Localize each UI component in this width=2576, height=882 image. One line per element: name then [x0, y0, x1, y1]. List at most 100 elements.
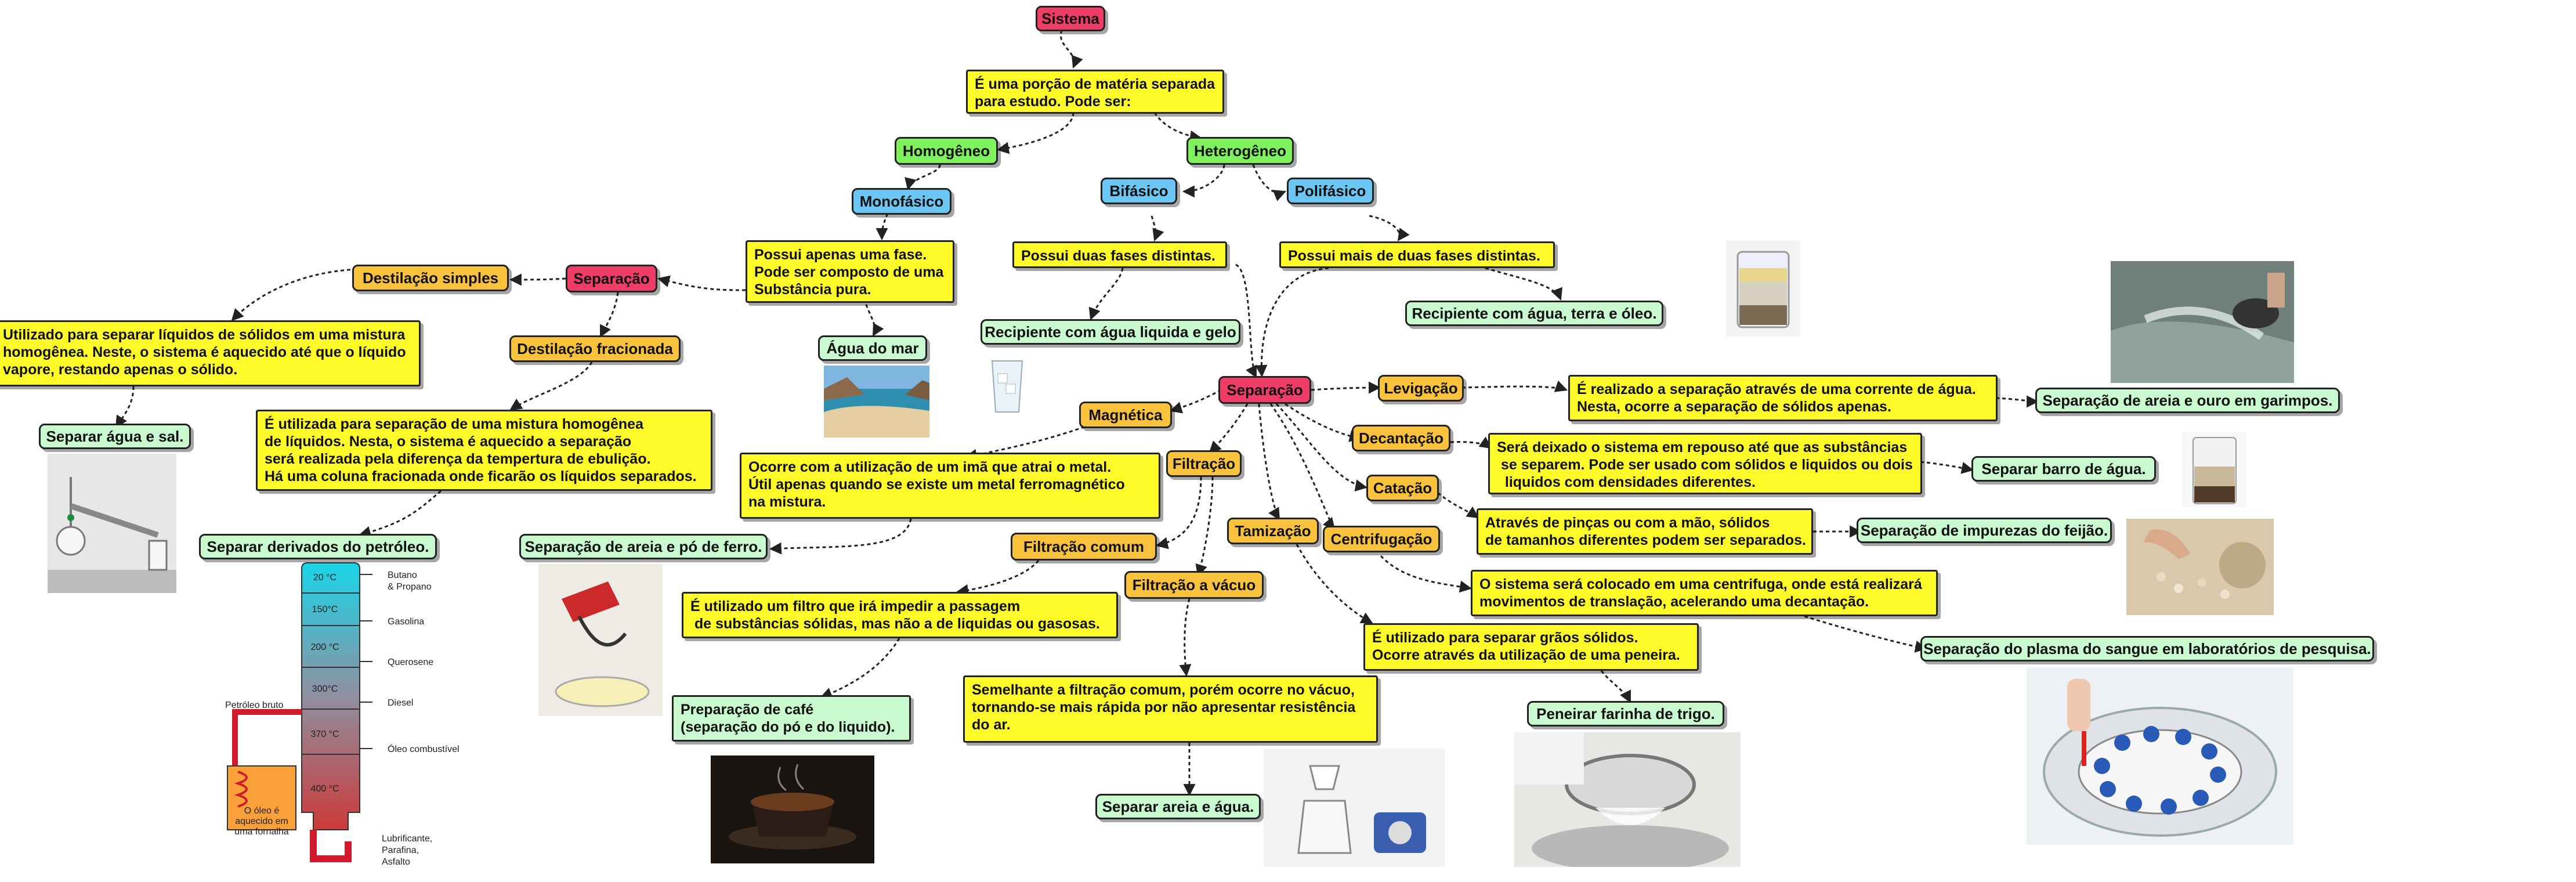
edge-monofasico-uma-fase: [875, 213, 889, 241]
edge-duas-fases-recipiente: [1088, 268, 1124, 320]
col-label-asfalto: Asfalto: [382, 857, 410, 867]
col-temp-200: 200 °C: [310, 642, 339, 652]
node-agua-do-mar: Água do mar: [818, 335, 927, 361]
photo-beans-hand: [2126, 519, 2274, 615]
edge-desc-tam-peneira: [1600, 670, 1631, 703]
node-separacao-areia-ferro: Separação de areia e pó de ferro.: [519, 534, 768, 559]
photo-beaker-layers: [1726, 240, 1800, 337]
col-temp-300: 300°C: [312, 684, 338, 694]
edge-desc-levig-ouro: [1995, 395, 2039, 408]
edge-catacao-desc: [1432, 487, 1479, 519]
node-sistema: Sistema: [1036, 6, 1105, 31]
node-desc-magnetica: Ocorre com a utilização de um imã que at…: [740, 453, 1160, 519]
node-separacao-ouro: Separação de areia e ouro em garimpos.: [2035, 388, 2340, 413]
edge-mais-fases-separacao: [1255, 267, 1329, 378]
col-label-gasolina: Gasolina: [388, 617, 424, 627]
edge-polifasico-mais-fases: [1369, 215, 1410, 241]
col-temp-400: 400 °C: [310, 784, 339, 794]
edge-bifasico-duas-fases: [1150, 215, 1164, 241]
node-homogeneo: Homogêneo: [895, 137, 998, 165]
node-desc-filtracao-vacuo: Semelhante a filtração comum, porém ocor…: [963, 675, 1378, 743]
edge-centrifug-desc: [1380, 555, 1472, 593]
edge-sep-left-dest-frac: [599, 292, 619, 338]
node-tamizacao: Tamização: [1227, 518, 1319, 544]
node-destilacao-fracionada: Destilação fracionada: [509, 335, 681, 362]
node-monofasico: Monofásico: [852, 188, 951, 215]
node-mais-de-duas-fases: Possui mais de duas fases distintas.: [1279, 241, 1555, 268]
photo-coffee-cup: [711, 756, 874, 863]
col-temp-150: 150°C: [312, 605, 338, 614]
col-temp-370: 370 °C: [310, 729, 339, 739]
edge-dest-frac-desc: [509, 362, 593, 411]
photo-muddy-water-glass: [2183, 432, 2246, 507]
photo-gold-panning: [2111, 261, 2294, 383]
edge-desc-magnetica-ferro: [769, 518, 912, 555]
photo-sieve-flour: [1514, 732, 1741, 867]
edge-levigacao-desc: [1461, 380, 1568, 392]
edge-filtracao-comum: [1155, 476, 1202, 550]
node-desc-decantacao: Será deixado o sistema em repouso até qu…: [1488, 433, 1922, 494]
col-label-petroleo-bruto: Petróleo bruto: [225, 700, 284, 710]
photo-magnet-iron: [538, 564, 663, 716]
col-temp-20: 20 °C: [313, 573, 337, 583]
edge-homogeneo-monofasico: [905, 164, 941, 191]
edge-desc-decant-barro: [1920, 461, 1974, 474]
edge-decantacao-desc: [1450, 436, 1492, 449]
edge-uma-fase-agua-mar: [863, 298, 884, 337]
node-destilacao-simples: Destilação simples: [352, 265, 509, 291]
edge-desc-frac-petroleo: [358, 490, 442, 538]
node-porcao-de-materia: É uma porção de matéria separada para es…: [966, 70, 1224, 114]
edge-sep-center-tamizacao: [1258, 403, 1280, 520]
edge-filtracao-vacuo: [1195, 476, 1214, 577]
node-separacao-feijao: Separação de impurezas do feijão.: [1857, 518, 2112, 543]
col-label-fornalha-2: aquecido em: [235, 816, 288, 826]
node-desc-destilacao-fracionada: É utilizada para separação de uma mistur…: [256, 410, 712, 491]
node-filtracao-comum: Filtração comum: [1011, 533, 1157, 561]
edge-porcao-heterogeneo: [1153, 112, 1203, 143]
photo-beach-seawater: [824, 366, 929, 438]
node-recipiente-gelo: Recipiente com água liquida e gelo: [981, 319, 1240, 345]
node-separar-barro: Separar barro de água.: [1971, 456, 2156, 482]
node-peneirar-farinha: Peneirar farinha de trigo.: [1527, 701, 1724, 726]
edge-sep-center-magnetica: [1169, 389, 1222, 414]
node-centrifugacao: Centrifugação: [1323, 526, 1440, 552]
fractional-column-diagram: 20 °C 150°C 200 °C 300°C 370 °C 400 °C B…: [225, 562, 460, 867]
photo-centrifuge: [2027, 667, 2293, 845]
edge-sep-center-filtracao: [1209, 403, 1249, 454]
photo-ice-glass: [986, 356, 1028, 415]
node-desc-filtracao-comum: É utilizado um filtro que irá impedir a …: [682, 592, 1118, 638]
node-separacao-center: Separação: [1218, 376, 1311, 404]
photo-vacuum-filtration: [1264, 749, 1445, 867]
node-polifasico: Polifásico: [1287, 178, 1374, 204]
node-decantacao: Decantação: [1352, 425, 1450, 451]
node-duas-fases: Possui duas fases distintas.: [1012, 241, 1227, 268]
node-separar-petroleo: Separar derivados do petróleo.: [199, 534, 437, 559]
col-label-diesel: Diesel: [388, 698, 413, 708]
col-label-fornalha-1: O óleo é: [244, 806, 280, 816]
col-label-parafina: Parafina,: [382, 845, 419, 855]
edge-heterogeneo-polifasico: [1252, 164, 1286, 201]
node-apenas-uma-fase: Possui apenas uma fase. Pode ser compost…: [746, 240, 954, 303]
edge-porcao-homogeneo: [996, 112, 1074, 154]
node-heterogeneo: Heterogêneo: [1186, 137, 1294, 165]
edge-comum-desc: [956, 560, 1040, 597]
node-recipiente-terra-oleo: Recipiente com água, terra e óleo.: [1405, 301, 1663, 326]
edge-duas-fases-separacao: [1235, 263, 1257, 378]
photo-distillation-apparatus: [48, 454, 176, 593]
edge-sep-left-dest-simples: [509, 273, 566, 286]
col-label-oleo-combustivel: Óleo combustível: [388, 743, 460, 754]
edge-mais-fases-recipiente: [1485, 267, 1562, 301]
node-preparacao-cafe: Preparação de café (separação do pó e do…: [672, 695, 911, 742]
edge-desc-filtro-cafe: [820, 638, 900, 699]
node-separacao-plasma: Separação do plasma do sangue em laborat…: [1920, 636, 2374, 662]
edge-sep-center-centrifug: [1269, 403, 1336, 530]
edge-sep-center-levigacao: [1311, 381, 1381, 394]
node-desc-tamizacao: É utilizado para separar grãos sólidos. …: [1363, 623, 1699, 671]
node-separacao-left: Separação: [566, 265, 657, 292]
node-filtracao: Filtração: [1166, 450, 1242, 477]
node-filtracao-vacuo: Filtração a vácuo: [1124, 571, 1264, 599]
node-catacao: Catação: [1366, 475, 1439, 501]
node-desc-catacao: Através de pinças ou com a mão, sólidos …: [1477, 508, 1813, 555]
edge-vacuo-desc: [1179, 598, 1192, 677]
col-label-propano: & Propano: [388, 582, 432, 592]
